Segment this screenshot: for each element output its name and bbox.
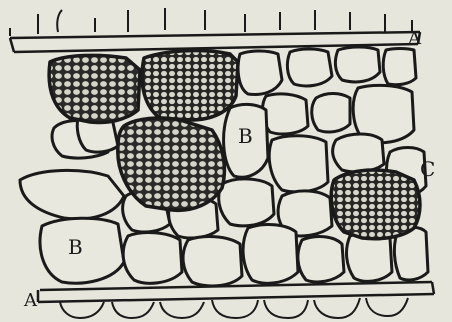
label-a-top: A [407,28,422,49]
dense-patch-right [331,170,420,239]
dense-patch-top-left [49,55,140,122]
label-c-right: C [420,157,435,181]
label-a-bottom: A [23,290,38,311]
dense-patch-top-center [142,51,238,120]
dense-patch-center [118,118,225,210]
label-b-center: B [238,124,253,148]
label-b-lower-left: B [68,235,83,259]
